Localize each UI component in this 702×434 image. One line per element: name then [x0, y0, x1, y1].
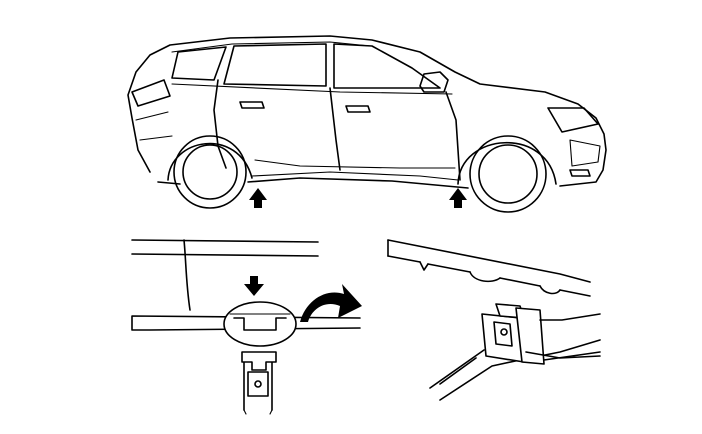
rear-door-handle	[239, 101, 265, 109]
front-door-handle	[345, 105, 371, 113]
front-grille	[569, 139, 601, 167]
rear-wheel	[173, 135, 247, 209]
jack-saddle	[481, 303, 601, 365]
engagement-sill-bottom	[387, 255, 591, 297]
front-door-window	[333, 43, 441, 89]
side-mirror	[419, 71, 449, 93]
jack-engagement-detail	[387, 239, 601, 401]
rocker-panel	[251, 171, 459, 181]
tail-light	[131, 79, 171, 107]
arrow-up-icon	[249, 188, 267, 208]
rear-wheel-arch	[167, 142, 253, 181]
jack-arm-inner	[439, 357, 477, 385]
curved-arrow-icon	[300, 284, 362, 322]
fog-lamp	[569, 169, 591, 177]
door-edge-curve	[183, 239, 191, 311]
engagement-sill-notches	[419, 261, 561, 295]
b-pillar-line	[329, 87, 341, 171]
character-line	[254, 159, 456, 169]
rear-door-line	[213, 79, 227, 169]
jack-point-detail	[131, 239, 362, 415]
sill-lower-line	[131, 253, 319, 257]
engagement-sill-top	[387, 239, 591, 283]
headlight	[547, 107, 599, 133]
arrow-up-icon	[449, 188, 467, 208]
belt-line	[171, 83, 453, 95]
front-wheel	[469, 135, 547, 213]
rear-door-window	[223, 43, 327, 87]
jack-point-notch	[233, 317, 287, 331]
front-wheel-arch	[457, 141, 557, 185]
arrow-down-icon	[244, 276, 264, 296]
rear-window	[171, 46, 227, 81]
vehicle-side-view	[127, 35, 607, 213]
rear-bumper-line	[135, 111, 173, 141]
jack-point-ellipse	[223, 301, 297, 347]
front-door-line	[445, 91, 461, 181]
jack-head	[241, 351, 277, 415]
sill-upper-line	[131, 239, 319, 243]
roof-rail	[171, 41, 371, 53]
vehicle-body-outline	[127, 35, 607, 189]
